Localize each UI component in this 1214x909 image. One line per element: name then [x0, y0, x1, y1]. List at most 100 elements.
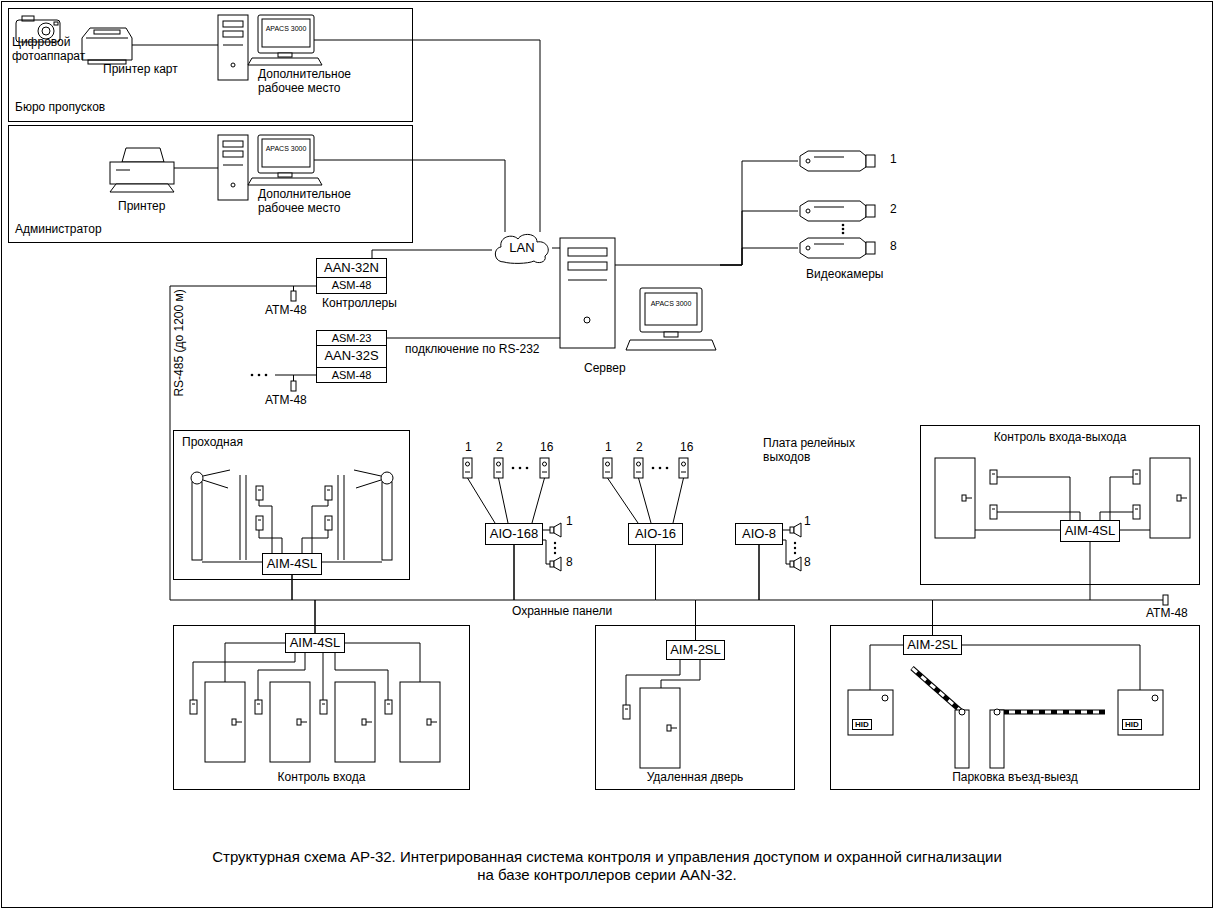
node-label: APACS 3000: [645, 300, 697, 308]
connector: [363, 160, 505, 232]
reader-picture: [190, 700, 197, 714]
connector: [180, 45, 218, 46]
door-picture: [935, 458, 975, 538]
node-label: Проходная: [182, 436, 302, 450]
cable: [314, 40, 363, 41]
annotation: ATM-48: [1146, 607, 1188, 621]
reader-picture: [255, 700, 262, 714]
node-label: Бюро пропусков: [15, 101, 175, 115]
annotation: ATM-48: [265, 394, 307, 408]
module-box: AIM-4SL: [285, 633, 345, 653]
terminator: [275, 286, 1168, 605]
door-picture: [400, 682, 440, 762]
pir-sensor: [540, 458, 549, 478]
controller-box: ASM-48: [316, 367, 387, 383]
network-cloud: LAN: [492, 232, 552, 264]
pir-sensor: [679, 458, 688, 478]
siren-symbol: [790, 523, 801, 537]
box-label: AIO-8: [742, 527, 776, 542]
node-label: Контроль входа-выхода: [921, 431, 1199, 445]
box-label: AIO-168: [490, 527, 538, 542]
reader-picture: [385, 700, 392, 714]
pir-sensor: [494, 458, 503, 478]
door-picture: [270, 682, 310, 762]
box-label: AIM-4SL: [267, 557, 318, 572]
connector: [552, 248, 560, 249]
local-wiring: [626, 660, 700, 705]
workstation-icon: APACS 3000Дополнительное рабочее место: [218, 132, 363, 218]
cable: [314, 160, 363, 161]
logo-label: HID: [1122, 719, 1142, 730]
camera-picture: [800, 201, 875, 221]
reader-picture: [325, 516, 332, 530]
bus-wire: [759, 545, 933, 635]
node-label: Сервер: [584, 362, 654, 376]
region-frame: Парковка въезд-выезд AIM-2SL: [830, 625, 1200, 790]
region-frame: Контроль входа AIM-4SL: [173, 625, 470, 790]
reader-picture: [325, 486, 332, 500]
annotation: 16: [540, 441, 553, 455]
camera-picture: [800, 238, 875, 258]
node-label: Принтер карт: [103, 63, 180, 77]
pir-sensor: [603, 458, 612, 478]
box-label: AAN-32N: [324, 261, 379, 276]
connector: [363, 40, 540, 232]
reader-picture: [1133, 470, 1140, 484]
module-box: AIO-8: [735, 523, 783, 545]
node-label: Контроль входа: [174, 771, 469, 785]
turnstile-picture: [191, 470, 393, 560]
node-label: Принтер: [118, 200, 188, 214]
pir-sensor: [463, 458, 472, 478]
node-label: 2: [890, 203, 903, 217]
sensor-wiring: [468, 478, 791, 564]
box-label: ASM-48: [332, 369, 372, 382]
parking-picture: [848, 645, 1163, 768]
cable: [174, 168, 190, 169]
ellipsis-dots: [251, 224, 845, 555]
reader-picture: [990, 470, 997, 484]
node-label: Парковка въезд-выезд: [831, 771, 1199, 785]
region-frame: АдминистраторПринтерAPACS 3000Дополнител…: [8, 125, 413, 243]
siren-symbol: [790, 557, 801, 571]
pir-sensor: [634, 458, 643, 478]
workstation-icon: APACS 3000Дополнительное рабочее место: [218, 12, 363, 98]
bus-wire: [315, 545, 514, 633]
node-label: APACS 3000: [262, 145, 310, 153]
bus-label: RS-485 (до 1200 м): [173, 283, 187, 403]
annotation: 16: [680, 441, 693, 455]
printer-picture: [110, 148, 174, 192]
door-picture: [335, 682, 375, 762]
controller-box: ASM-23: [316, 330, 387, 346]
cable: [615, 265, 720, 266]
server-icon: APACS 3000Сервер: [560, 236, 720, 378]
annotation: 2: [636, 441, 643, 455]
controller-box: ASM-48: [316, 277, 387, 294]
region-frame: Бюро пропусковЦифровой фотоаппаратПринте…: [8, 8, 413, 122]
region-frame: ПроходнаяAIM-4SL: [173, 430, 410, 580]
module-box: AIO-168: [485, 523, 543, 545]
reader-picture: [256, 486, 263, 500]
annotation: 8: [804, 556, 811, 570]
annotation: 1: [605, 441, 612, 455]
connector: [190, 168, 218, 169]
video-camera: 1: [798, 148, 903, 174]
box-label: AIM-2SL: [670, 643, 721, 658]
annotation: Плата релейных выходов: [763, 437, 858, 465]
box-label: AIM-2SL: [907, 638, 958, 653]
box-label: AIM-4SL: [290, 636, 341, 651]
box-label: AIM-4SL: [1065, 524, 1116, 539]
connector: [720, 161, 798, 265]
reader-picture: [623, 705, 630, 719]
annotation: Видеокамеры: [806, 268, 883, 282]
bus-wire: [514, 545, 656, 600]
node-label: Удаленная дверь: [596, 771, 794, 785]
annotation: ATM-48: [265, 304, 307, 318]
box-label: AIO-16: [635, 527, 676, 542]
node-label: APACS 3000: [262, 25, 310, 33]
region-frame: Контроль входа-выходаAIM-4SL: [920, 425, 1200, 585]
connector: [387, 338, 560, 339]
reader-picture: [1133, 505, 1140, 519]
box-label: ASM-48: [332, 279, 372, 292]
